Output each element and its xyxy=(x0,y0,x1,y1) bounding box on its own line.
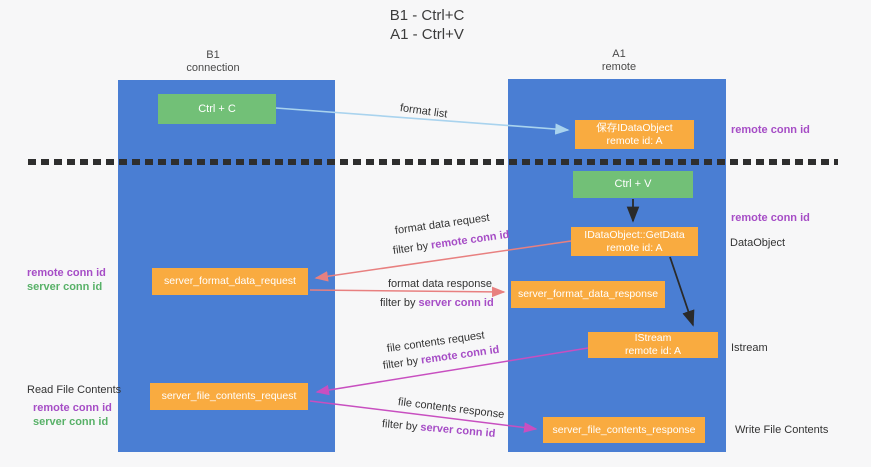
edge-label-file-contents-response: file contents response xyxy=(397,396,505,421)
label-conn-ids-left-format: remote conn id server conn id xyxy=(27,266,106,294)
title-line-1: B1 - Ctrl+C xyxy=(389,7,465,24)
node-ctrl-v-label: Ctrl + V xyxy=(614,178,652,190)
filter-by-prefix: filter by xyxy=(380,297,419,309)
label-remote-conn-id-left-format: remote conn id xyxy=(27,267,106,279)
left-column-role: connection xyxy=(186,62,240,74)
label-dataobject: DataObject xyxy=(730,237,786,249)
edge-label-filter-server-1: filter by server conn id xyxy=(380,296,494,310)
label-server-conn-id-left-format: server conn id xyxy=(27,281,103,293)
label-read-file-contents: Read File Contents xyxy=(27,384,122,396)
label-write-file-contents: Write File Contents xyxy=(735,424,829,436)
filter-by-prefix: filter by xyxy=(382,354,422,372)
edge-label-filter-server-2: filter by server conn id xyxy=(381,417,496,441)
node-ctrl-v: Ctrl + V xyxy=(573,171,693,198)
label-remote-conn-id-top-right: remote conn id xyxy=(731,124,810,136)
node-server-format-data-response: server_format_data_response xyxy=(511,281,665,308)
left-column-name: B1 xyxy=(206,49,220,61)
node-idataobject-getdata-line1: IDataObject::GetData xyxy=(584,228,685,241)
node-server-format-data-request-label: server_format_data_request xyxy=(164,275,296,287)
node-ctrl-c: Ctrl + C xyxy=(158,94,276,124)
right-column-name: A1 xyxy=(612,48,626,60)
node-server-file-contents-request-label: server_file_contents_request xyxy=(161,390,297,402)
right-column-header: A1 remote xyxy=(559,48,679,74)
label-istream: Istream xyxy=(731,342,768,354)
diagram-title: B1 - Ctrl+C A1 - Ctrl+V xyxy=(327,6,527,44)
node-istream: IStream remote id: A xyxy=(588,332,718,358)
edge-label-format-data-response: format data response xyxy=(388,278,492,290)
node-ctrl-c-label: Ctrl + C xyxy=(198,102,236,115)
left-column-header: B1 connection xyxy=(153,49,273,75)
right-column-role: remote xyxy=(601,61,637,73)
label-remote-conn-id-mid-right: remote conn id xyxy=(731,212,810,224)
node-save-idataobject: 保存IDataObject remote id: A xyxy=(575,120,694,149)
label-conn-ids-left-file: remote conn id server conn id xyxy=(33,401,112,429)
node-istream-line1: IStream xyxy=(634,332,672,344)
node-idataobject-getdata-line2: remote id: A xyxy=(606,241,663,254)
node-server-file-contents-response-label: server_file_contents_response xyxy=(552,423,696,436)
node-istream-line2: remote id: A xyxy=(624,345,682,357)
node-save-idataobject-line2: remote id: A xyxy=(606,134,663,147)
node-server-format-data-request: server_format_data_request xyxy=(152,268,308,295)
node-idataobject-getdata: IDataObject::GetData remote id: A xyxy=(571,227,698,256)
edge-label-format-list: format list xyxy=(399,102,449,121)
node-server-file-contents-request: server_file_contents_request xyxy=(150,383,308,410)
filter-by-prefix: filter by xyxy=(381,418,421,434)
node-server-file-contents-response: server_file_contents_response xyxy=(543,417,705,443)
filter-server-conn-id: server conn id xyxy=(418,297,494,309)
filter-server-conn-id: server conn id xyxy=(419,421,496,440)
label-remote-conn-id-left-file: remote conn id xyxy=(33,402,112,414)
node-save-idataobject-line1: 保存IDataObject xyxy=(596,121,673,134)
filter-by-prefix: filter by xyxy=(392,239,432,257)
filter-remote-conn-id: remote conn id xyxy=(430,228,511,252)
node-server-format-data-response-label: server_format_data_response xyxy=(517,288,659,300)
title-line-2: A1 - Ctrl+V xyxy=(390,26,464,43)
label-server-conn-id-left-file: server conn id xyxy=(33,416,109,428)
dashed-separator-line xyxy=(28,159,838,165)
